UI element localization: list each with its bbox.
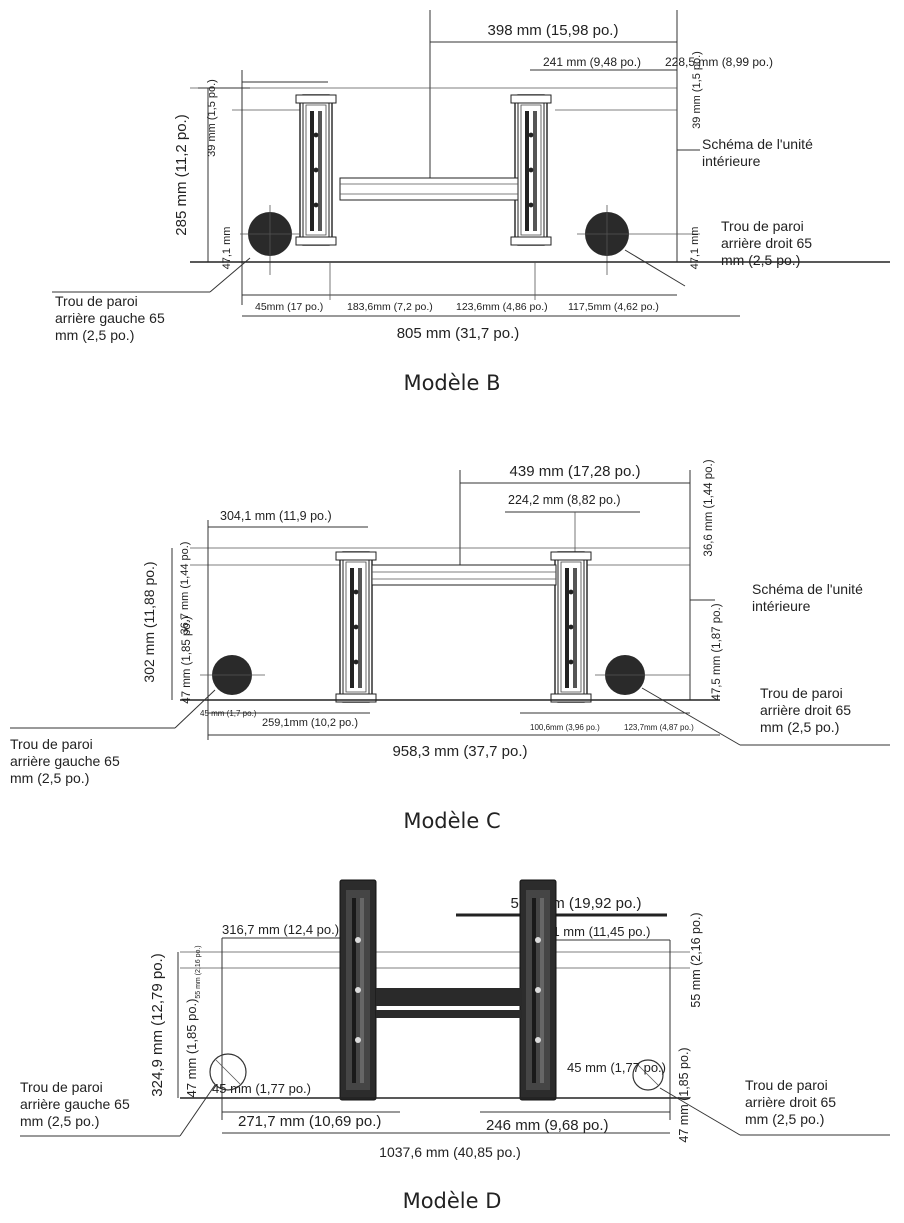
model-d-right-inner-dim: 291 mm (11,45 po.) — [538, 924, 650, 939]
model-d-hole-right-x: 45 mm (1,77 po.) — [567, 1060, 666, 1075]
model-d-left-hole-note-1: Trou de paroi — [20, 1079, 103, 1095]
model-d-hole-right-h: 47 mm (1,85 po.) — [677, 1047, 691, 1142]
model-d-width: 1037,6 mm (40,85 po.) — [379, 1144, 521, 1160]
model-c-schema-label-2: intérieure — [752, 598, 811, 614]
model-c-right-hole-note-3: mm (2,5 po.) — [760, 719, 839, 735]
model-c-hole-right-h: 47,5 mm (1,87 po.) — [711, 603, 723, 700]
model-b-width: 805 mm (31,7 po.) — [397, 325, 520, 342]
model-c-left-hole-note-2: arrière gauche 65 — [10, 753, 120, 769]
model-d-left-hole-note-3: mm (2,5 po.) — [20, 1113, 99, 1129]
model-d-b3: 246 mm (9,68 po.) — [486, 1117, 609, 1134]
model-c-left-inner-dim: 304,1 mm (11,9 po.) — [220, 509, 332, 523]
model-b-left-bracket — [295, 94, 337, 246]
model-b-left-hole-note-2: arrière gauche 65 — [55, 310, 165, 326]
model-c-right-hole-note-1: Trou de paroi — [760, 685, 843, 701]
model-c-top-dim: 439 mm (17,28 po.) — [510, 463, 641, 480]
model-d-left-hole — [209, 1053, 247, 1091]
model-c-left-hole-note-1: Trou de paroi — [10, 736, 93, 752]
model-b-right-hole-note-1: Trou de paroi — [721, 218, 804, 234]
model-b-height-dim: 285 mm (11,2 po.) — [173, 114, 190, 235]
model-d-right-hole-note-1: Trou de paroi — [745, 1077, 828, 1093]
model-b-right-hole-note-3: mm (2,5 po.) — [721, 252, 800, 268]
model-c-b1: 45 mm (1,7 po.) — [200, 709, 257, 718]
model-d-diagram: 506 mm (19,92 po.) 316,7 mm (12,4 po.) 2… — [20, 879, 890, 1213]
model-b-top-dim: 398 mm (15,98 po.) — [488, 22, 619, 39]
model-d-b2: 271,7 mm (10,69 po.) — [238, 1113, 381, 1130]
model-d-right-hole-note-2: arrière droit 65 — [745, 1094, 836, 1110]
model-b-left-hole-note-1: Trou de paroi — [55, 293, 138, 309]
model-d-top-gap-right: 55 mm (2,16 po.) — [689, 912, 703, 1007]
model-c-b2: 259,1mm (10,2 po.) — [262, 717, 358, 729]
model-b-b2: 183,6mm (7,2 po.) — [347, 301, 433, 313]
model-b-schema-label-1: Schéma de l'unité — [702, 136, 813, 152]
model-b-schema-label-2: intérieure — [702, 153, 761, 169]
model-b-b1: 45mm (17 po.) — [255, 301, 323, 313]
model-d-right-hole — [632, 1059, 664, 1091]
model-d-caption: Modèle D — [403, 1189, 502, 1213]
model-b-right-bracket — [510, 94, 552, 246]
model-c-right-hole-note-2: arrière droit 65 — [760, 702, 851, 718]
model-b-diagram: 398 mm (15,98 po.) 241 mm (9,48 po.) 228… — [52, 10, 890, 395]
model-d-hole-left-x: 45 mm (1,77 po.) — [212, 1081, 311, 1096]
model-c-top-gap-left: 36,7 mm (1,44 po.) — [179, 542, 191, 635]
model-c-width: 958,3 mm (37,7 po.) — [392, 743, 527, 760]
model-b-right-offset-dim: 228,5 mm (8,99 po.) — [665, 55, 773, 69]
model-c-b3: 100,6mm (3,96 po.) — [530, 723, 600, 732]
model-d-left-hole-note-2: arrière gauche 65 — [20, 1096, 130, 1112]
model-d-right-hole-note-3: mm (2,5 po.) — [745, 1111, 824, 1127]
model-b-caption: Modèle B — [403, 371, 500, 395]
model-c-right-inner-dim: 224,2 mm (8,82 po.) — [508, 493, 621, 507]
model-c-top-gap-right: 36,6 mm (1,44 po.) — [703, 459, 715, 556]
model-d-left-inner-dim: 316,7 mm (12,4 po.) — [222, 922, 339, 937]
model-c-diagram: 439 mm (17,28 po.) 224,2 mm (8,82 po.) 3… — [10, 459, 890, 833]
model-c-left-hole-note-3: mm (2,5 po.) — [10, 770, 89, 786]
model-b-hole-left-h: 47,1 mm — [221, 227, 233, 270]
model-b-right-hole-note-2: arrière droit 65 — [721, 235, 812, 251]
model-d-hole-left-h: 47 mm (1,85 po.) — [184, 999, 199, 1098]
model-c-height-dim: 302 mm (11,88 po.) — [141, 561, 157, 682]
model-c-right-bracket — [550, 551, 592, 703]
model-c-schema-label-1: Schéma de l'unité — [752, 581, 863, 597]
model-d-right-bracket — [519, 879, 557, 1101]
model-b-b3: 123,6mm (4,86 po.) — [456, 301, 548, 313]
model-c-hole-left-h: 47 mm (1,85 po.) — [181, 616, 193, 704]
model-c-b4: 123,7mm (4,87 po.) — [624, 723, 694, 732]
model-b-hole-right-h: 47,1 mm — [689, 227, 701, 270]
model-b-b4: 117,5mm (4,62 po.) — [568, 301, 659, 313]
model-d-left-bracket — [339, 879, 377, 1101]
model-b-top-gap-right: 39 mm (1,5 po.) — [691, 51, 703, 129]
model-b-left-hole-note-3: mm (2,5 po.) — [55, 327, 134, 343]
model-d-height-dim: 324,9 mm (12,79 po.) — [149, 953, 166, 1096]
model-b-right-inner-dim: 241 mm (9,48 po.) — [543, 55, 641, 69]
model-d-top-gap-left: 55 mm (2,16 po.) — [195, 945, 202, 998]
model-b-top-gap-left: 39 mm (1,5 po.) — [206, 79, 218, 157]
model-c-caption: Modèle C — [403, 809, 500, 833]
model-c-left-bracket — [335, 551, 377, 703]
